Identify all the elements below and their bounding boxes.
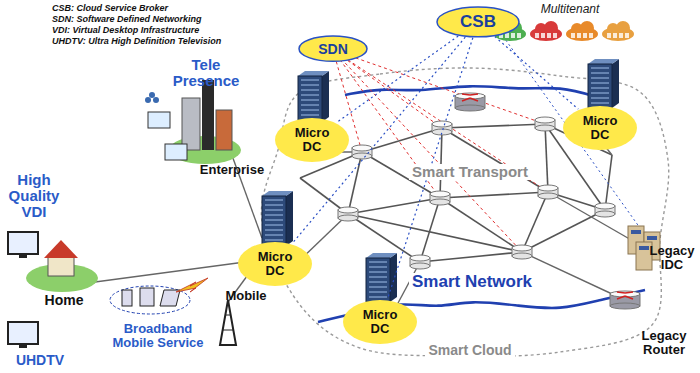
broker-ellipse: CSB: [436, 6, 520, 38]
micro-dc-ellipse: Micro DC: [342, 299, 418, 345]
controller-ellipse: SDN: [298, 35, 368, 62]
transport-switch: [410, 255, 430, 269]
server-rack-icon: [366, 253, 397, 302]
tenant-cloud-icon: [566, 21, 598, 41]
sdn-control-line: [333, 50, 545, 124]
transport-switch: [535, 117, 555, 131]
transport-switch: [338, 207, 358, 221]
server-rack-icon: [588, 59, 619, 108]
smart-network-band: [345, 86, 600, 98]
transport-switch: [352, 145, 372, 159]
node-label: CSB: [460, 13, 496, 31]
monitor-icon: [8, 322, 38, 348]
micro-dc-ellipse: Micro DC: [274, 117, 350, 163]
service-label: UHDTV: [16, 353, 64, 368]
node-outline: [275, 118, 349, 162]
transport-link: [348, 198, 440, 214]
network-layer-label: Smart Network: [409, 273, 535, 291]
service-label: Tele Presence: [171, 57, 241, 89]
sdn-control-line: [333, 50, 548, 192]
legend-note: CSB: Cloud Service Broker: [52, 4, 168, 13]
transport-switch: [595, 203, 615, 217]
tenant-cloud-icon: [602, 21, 634, 41]
service-label: High Quality VDI: [3, 172, 65, 219]
network-wire: [548, 192, 640, 245]
transport-switch: [432, 121, 452, 135]
legend-note: SDN: Software Defined Networking: [52, 15, 202, 24]
transport-switch: [512, 245, 532, 259]
transport-switch: [538, 185, 558, 199]
sdn-control-line: [333, 50, 522, 252]
legacy-label: Legacy IDC: [647, 244, 697, 271]
transport-link: [545, 124, 548, 192]
network-wire: [522, 252, 625, 300]
transport-link: [440, 198, 522, 252]
wireless-bolt: [176, 278, 208, 292]
server-rack-icon: [262, 191, 293, 246]
transport-link: [605, 155, 612, 210]
transport-link: [348, 152, 362, 214]
node-label: Micro DC: [358, 308, 402, 335]
transport-switch: [430, 191, 450, 205]
router-icon: [455, 93, 485, 111]
service-label: Broadband Mobile Service: [103, 322, 213, 349]
router-icon: [610, 291, 640, 309]
mobile-devices-icon: [110, 286, 190, 314]
node-outline: [299, 36, 367, 61]
site-label: Home: [45, 293, 84, 308]
node-label: SDN: [318, 42, 348, 57]
transport-link: [522, 210, 605, 252]
transport-link: [348, 214, 522, 252]
tenant-label: Multitenant: [541, 3, 600, 16]
server-rack-icon: [298, 71, 329, 122]
micro-dc-ellipse: Micro DC: [562, 105, 638, 151]
transport-link: [362, 128, 442, 152]
smart-cloud-outline: [261, 68, 668, 356]
sdn-control-line: [333, 50, 442, 128]
node-label: Micro DC: [290, 126, 334, 153]
network-layer-label: Smart Transport: [409, 164, 531, 180]
node-outline: [563, 106, 637, 150]
transport-link: [442, 124, 545, 128]
node-label: Micro DC: [578, 114, 622, 141]
micro-dc-ellipse: Micro DC: [237, 241, 313, 287]
legacy-label: Legacy Router: [636, 329, 692, 356]
mobile-tower-icon: [220, 300, 236, 345]
legend-note: UHDTV: Ultra High Definition Television: [52, 37, 221, 46]
node-outline: [238, 242, 312, 286]
transport-link: [442, 128, 548, 192]
transport-link: [420, 252, 522, 262]
tenant-cloud-icon: [530, 21, 562, 41]
site-label: Enterprise: [200, 163, 264, 177]
node-outline: [343, 300, 417, 344]
telepresence-icon: [145, 92, 187, 160]
csb-control-line: [500, 32, 640, 228]
transport-link: [440, 192, 548, 198]
transport-link: [522, 192, 548, 252]
site-label: Mobile: [225, 289, 266, 303]
broker-link: [495, 37, 578, 110]
node-label: Micro DC: [253, 250, 297, 277]
monitor-icon: [8, 232, 38, 258]
legend-note: VDI: Virtual Desktop Infrastructure: [52, 26, 199, 35]
node-outline: [437, 7, 519, 37]
network-layer-label: Smart Cloud: [425, 343, 514, 358]
network-wire: [95, 262, 245, 282]
